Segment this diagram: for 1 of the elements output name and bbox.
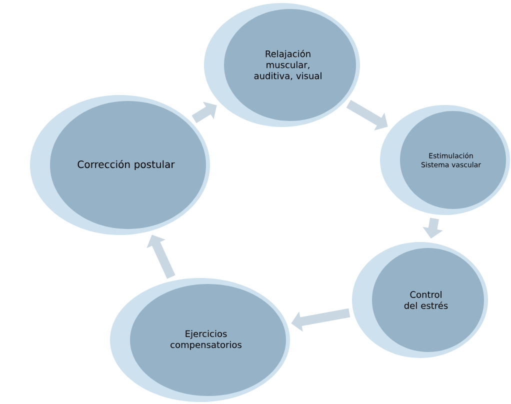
block-arrow bbox=[192, 102, 217, 124]
